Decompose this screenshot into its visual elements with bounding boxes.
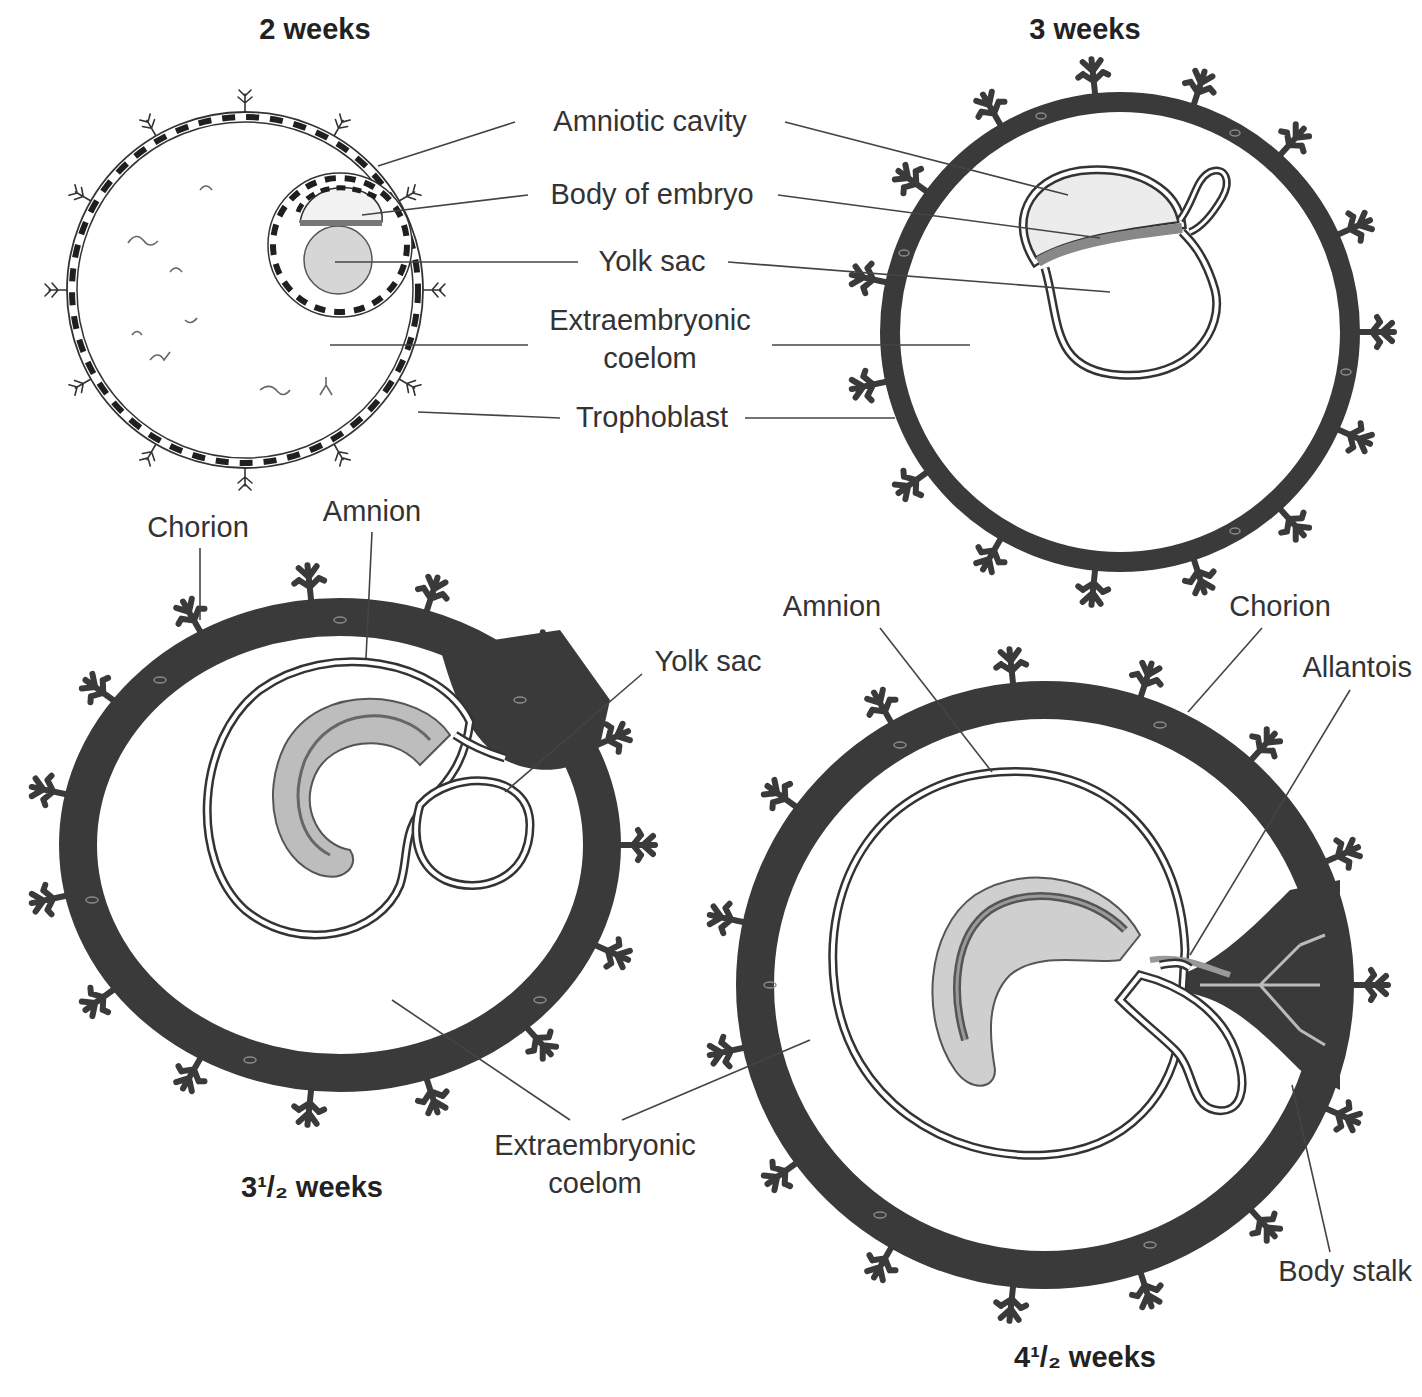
stage-label: 3 weeks [1027, 11, 1142, 49]
villi [45, 90, 445, 490]
stage-label: 3¹/₂ weeks [239, 1169, 385, 1207]
part-label: Amniotic cavity [551, 103, 748, 141]
leader-line [505, 674, 642, 792]
part-label: Amnion [781, 588, 883, 626]
connecting-stalk-inner [1160, 963, 1190, 968]
allantois [1150, 959, 1230, 975]
stage-label: 2 weeks [257, 11, 372, 49]
leader-line [330, 344, 532, 346]
part-label: Amnion [321, 493, 423, 531]
villus [238, 468, 252, 490]
yolk-sac-inner [416, 781, 530, 886]
connecting-stalk [1180, 171, 1227, 232]
villi [707, 648, 1388, 1323]
neural-tube [298, 716, 430, 855]
leader-lines [200, 122, 1350, 1252]
two-week-conceptus [45, 90, 445, 490]
part-label: Trophoblast [574, 399, 730, 437]
villus [238, 90, 252, 112]
part-label: Chorion [1227, 588, 1333, 626]
yolk-sac [1045, 232, 1217, 375]
three-week-conceptus [849, 58, 1394, 607]
part-label: Allantois [1300, 649, 1414, 687]
leader-line [1188, 628, 1262, 712]
leader-line [880, 628, 992, 772]
leader-line [378, 122, 515, 166]
yolk-sac [304, 226, 372, 294]
amnion-inner [1023, 170, 1182, 262]
amnion-cells [298, 188, 378, 212]
chorion-ring [755, 700, 1335, 1270]
ring-cells [86, 617, 546, 1063]
amnion [1023, 170, 1182, 262]
trophoblast-wall [67, 112, 423, 468]
neural-tube-inner [957, 896, 1125, 1040]
amnion-inner [833, 771, 1185, 1155]
amnion [833, 771, 1185, 1155]
leader-line [366, 532, 372, 658]
leader-line [745, 417, 895, 419]
part-label: Extraembryonic coelom [528, 302, 772, 377]
connecting-stalk-inner [1180, 171, 1227, 232]
trophoblast-cells [72, 117, 418, 463]
villus [45, 283, 67, 297]
part-label: Chorion [145, 509, 251, 547]
stage-label: 4¹/₂ weeks [1012, 1339, 1158, 1377]
neural-tube [957, 896, 1125, 1040]
connecting-stalk [1160, 963, 1190, 968]
leader-line [362, 195, 528, 215]
leader-line [770, 344, 970, 346]
four-and-half-week-conceptus [707, 648, 1388, 1323]
leader-line [199, 548, 201, 620]
part-label: Extraembryonic coelom [473, 1127, 717, 1202]
trophoblast-inner [77, 122, 413, 458]
connecting-stalk-inner [455, 735, 505, 758]
leader-line [1190, 690, 1350, 955]
vesicle-cells [273, 178, 407, 312]
villus [423, 283, 445, 297]
leader-line [335, 261, 578, 263]
villi [849, 58, 1394, 607]
connecting-stalk [455, 735, 505, 758]
leader-line [1292, 1085, 1330, 1252]
leader-line [785, 122, 1068, 195]
chorionic-vesicle [268, 173, 412, 317]
part-label: Yolk sac [597, 243, 708, 281]
villi [29, 564, 655, 1127]
yolk-sac [1120, 975, 1242, 1111]
yolk-sac-inner [1120, 975, 1242, 1111]
yolk-sac [416, 781, 530, 886]
embryo-body [932, 878, 1140, 1086]
three-and-half-week-conceptus [29, 564, 655, 1127]
part-label: Yolk sac [653, 643, 764, 681]
leader-line [418, 412, 560, 418]
part-label: Body stalk [1276, 1253, 1414, 1291]
part-label: Body of embryo [548, 176, 755, 214]
leader-line [622, 1040, 810, 1120]
chorion-ring [890, 102, 1350, 562]
embryonic-disc [300, 220, 382, 226]
leader-line [728, 262, 1110, 292]
leader-line [778, 195, 1100, 238]
leader-line [392, 1000, 570, 1120]
yolk-sac-inner [1045, 232, 1217, 375]
ring-cells [899, 113, 1351, 534]
